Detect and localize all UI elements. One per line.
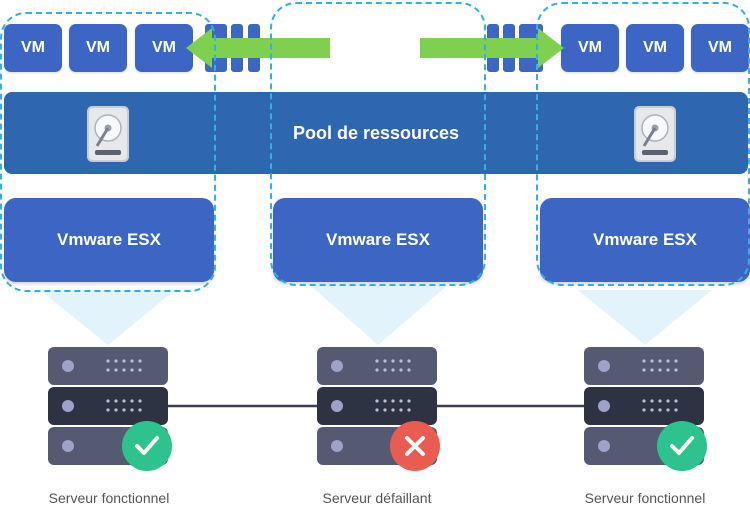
esx-host-center[interactable]: Vmware ESX — [273, 198, 483, 282]
hard-drive-icon — [87, 106, 129, 162]
migration-arrow-left-icon — [186, 28, 330, 68]
server-caption-left: Serveur fonctionnel — [48, 490, 170, 506]
projection-beam-right — [578, 290, 712, 345]
server-rack-icon — [584, 347, 704, 467]
esx-host-left[interactable]: Vmware ESX — [4, 198, 214, 282]
check-icon — [657, 421, 707, 471]
dashed-outline-left — [0, 12, 216, 292]
server-rack-icon — [317, 347, 437, 467]
esx-label: Vmware ESX — [326, 230, 430, 249]
vm-left-2[interactable]: VM — [69, 24, 127, 72]
vm-left-3[interactable]: VM — [135, 24, 193, 72]
dashed-outline-right — [536, 2, 750, 286]
projection-beam-left — [40, 290, 175, 345]
dashed-outline-center — [270, 2, 486, 286]
server-caption-right: Serveur fonctionnel — [584, 490, 706, 506]
hard-drive-icon — [634, 106, 676, 162]
esx-label: Vmware ESX — [593, 230, 697, 249]
cross-icon — [390, 421, 440, 471]
server-caption-center: Serveur défaillant — [322, 490, 432, 506]
vm-right-1[interactable]: VM — [561, 24, 619, 72]
check-icon — [122, 421, 172, 471]
esx-label: Vmware ESX — [57, 230, 161, 249]
vm-right-3[interactable]: VM — [691, 24, 749, 72]
migration-arrow-right-icon — [420, 28, 564, 68]
esx-host-right[interactable]: Vmware ESX — [540, 198, 750, 282]
vm-right-2[interactable]: VM — [626, 24, 684, 72]
resource-pool-label: Pool de ressources — [292, 122, 460, 143]
projection-beam-center — [310, 285, 448, 345]
